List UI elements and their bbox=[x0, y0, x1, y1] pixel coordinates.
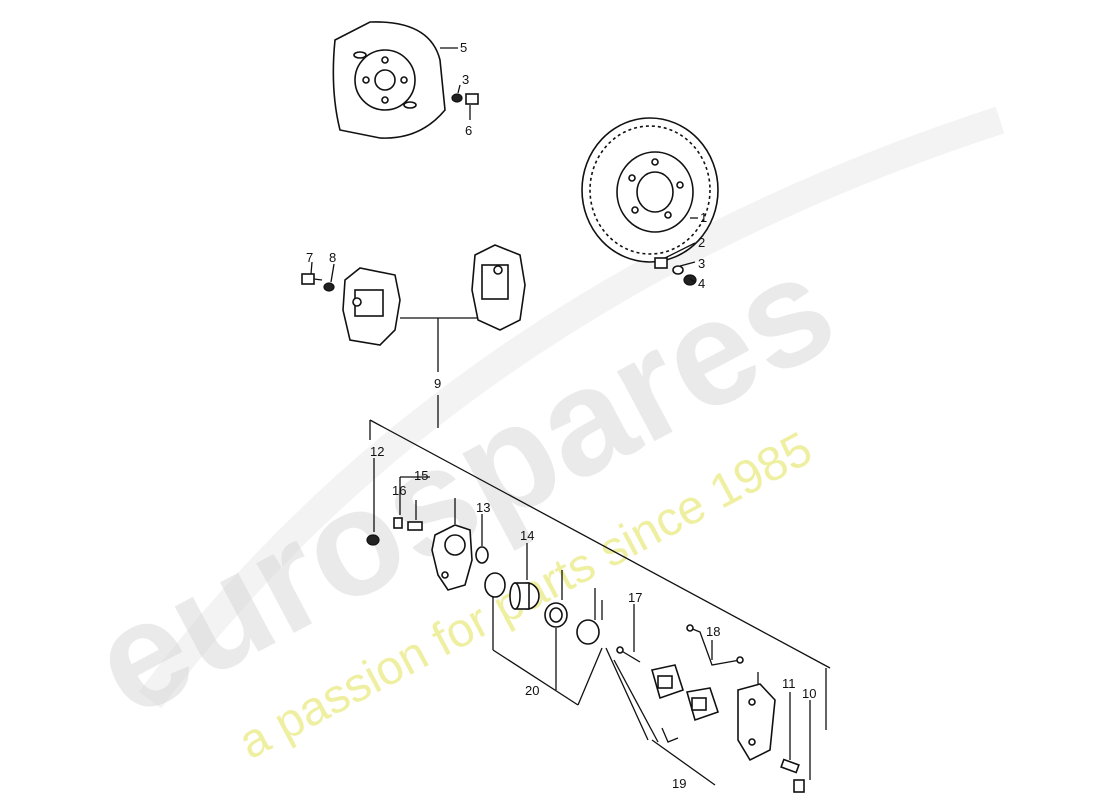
caliper-assembly-right[interactable] bbox=[471, 244, 526, 331]
callout-3-disc: 3 bbox=[698, 256, 705, 271]
piston-seal-part[interactable] bbox=[484, 572, 506, 598]
dust-seal-part[interactable] bbox=[544, 602, 568, 628]
bleed-screw-part[interactable] bbox=[407, 521, 423, 531]
piston-part[interactable] bbox=[509, 582, 540, 610]
callout-8: 8 bbox=[329, 250, 336, 265]
retaining-ring-part[interactable] bbox=[576, 619, 600, 645]
brake-disc-part[interactable] bbox=[581, 117, 719, 263]
callout-18: 18 bbox=[706, 624, 720, 639]
callout-14: 14 bbox=[520, 528, 534, 543]
caliper-assembly-left[interactable] bbox=[342, 267, 401, 346]
callout-1: 1 bbox=[700, 210, 707, 225]
callout-20: 20 bbox=[525, 683, 539, 698]
washer-part[interactable] bbox=[451, 93, 463, 103]
dust-shield-part[interactable] bbox=[332, 21, 446, 139]
caliper-washer-part[interactable] bbox=[323, 282, 335, 292]
mounting-bolt-part-2[interactable] bbox=[793, 779, 805, 793]
callout-17: 17 bbox=[628, 590, 642, 605]
callout-11: 11 bbox=[782, 676, 796, 691]
brake-pad-part-b[interactable] bbox=[685, 687, 720, 722]
disc-bolt-part[interactable] bbox=[654, 257, 668, 269]
callout-12: 12 bbox=[370, 444, 384, 459]
mounting-bracket-part[interactable] bbox=[737, 683, 776, 762]
callout-9: 9 bbox=[434, 376, 441, 391]
nut-part[interactable] bbox=[366, 534, 380, 546]
callout-10: 10 bbox=[802, 686, 816, 701]
callout-5: 5 bbox=[460, 40, 467, 55]
seal-ring-part[interactable] bbox=[475, 546, 489, 564]
callout-19: 19 bbox=[672, 776, 686, 791]
callout-15: 15 bbox=[414, 468, 428, 483]
callout-7: 7 bbox=[306, 250, 313, 265]
brake-pad-part-a[interactable] bbox=[650, 664, 684, 700]
bleed-cap-part[interactable] bbox=[393, 517, 403, 529]
disc-nut-part[interactable] bbox=[683, 274, 697, 286]
brake-line-part[interactable] bbox=[686, 624, 744, 666]
watermark: eurospares a passion for parts since 198… bbox=[66, 106, 1005, 770]
caliper-housing-part[interactable] bbox=[431, 524, 473, 591]
callout-16: 16 bbox=[392, 483, 406, 498]
callout-4: 4 bbox=[698, 276, 705, 291]
pad-clip-part[interactable] bbox=[661, 727, 679, 743]
caliper-bolt-part[interactable] bbox=[301, 273, 323, 285]
callout-2: 2 bbox=[698, 235, 705, 250]
retaining-pin-part[interactable] bbox=[616, 646, 641, 663]
disc-washer-part[interactable] bbox=[672, 265, 684, 275]
bolt-part[interactable] bbox=[465, 93, 479, 105]
callout-6: 6 bbox=[465, 123, 472, 138]
callout-3-top: 3 bbox=[462, 72, 469, 87]
callout-13: 13 bbox=[476, 500, 490, 515]
mounting-bolt-part[interactable] bbox=[780, 758, 800, 774]
